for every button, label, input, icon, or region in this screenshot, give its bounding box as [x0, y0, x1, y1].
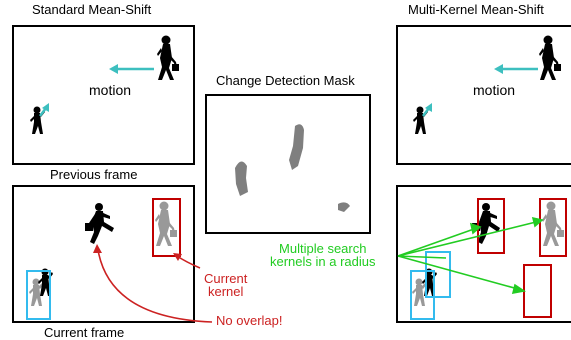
motion-arrowhead-right	[494, 64, 503, 74]
cyan-kernel-box-left	[26, 270, 51, 320]
left-panel-title: Standard Mean-Shift	[32, 2, 152, 17]
multiple-search-label: Multiple search kernels in a radius	[270, 242, 376, 268]
mask-blob-child	[235, 161, 248, 196]
previous-frame-label: Previous frame	[50, 167, 138, 182]
current-kernel-box-left	[152, 198, 181, 257]
motion-arrowhead-left	[109, 64, 118, 74]
left-previous-frame-box	[12, 25, 195, 165]
search-kernel-box-1	[539, 198, 567, 257]
change-detection-mask-box	[205, 94, 371, 234]
multiple-search-line1: Multiple search	[279, 241, 367, 256]
multiple-search-line2: kernels in a radius	[270, 254, 376, 269]
child-motion-arrowhead-left	[42, 103, 49, 112]
cyan-kernel-box-right-1	[410, 270, 435, 320]
mask-blob-small	[338, 202, 350, 212]
search-kernel-arrows	[397, 216, 544, 295]
current-kernel-line1: Current	[204, 271, 248, 286]
cyan-kernel-box-right-2	[425, 251, 451, 298]
right-previous-frame-box	[396, 25, 571, 165]
running-woman-silhouette-icon	[85, 203, 114, 244]
current-kernel-line2: kernel	[207, 284, 244, 299]
no-overlap-arrowhead	[93, 244, 102, 253]
center-panel-title: Change Detection Mask	[216, 73, 355, 88]
child-motion-arrowhead-right	[425, 103, 432, 112]
current-kernel-arrowhead	[173, 253, 182, 261]
no-overlap-label: No overlap!	[216, 313, 283, 328]
motion-label-right: motion	[473, 82, 516, 98]
mask-blob-woman	[289, 124, 304, 170]
motion-label-left: motion	[89, 82, 132, 98]
current-kernel-label: Current kernel	[204, 272, 247, 298]
right-panel-title: Multi-Kernel Mean-Shift	[408, 2, 544, 17]
no-overlap-arrow	[97, 249, 213, 323]
